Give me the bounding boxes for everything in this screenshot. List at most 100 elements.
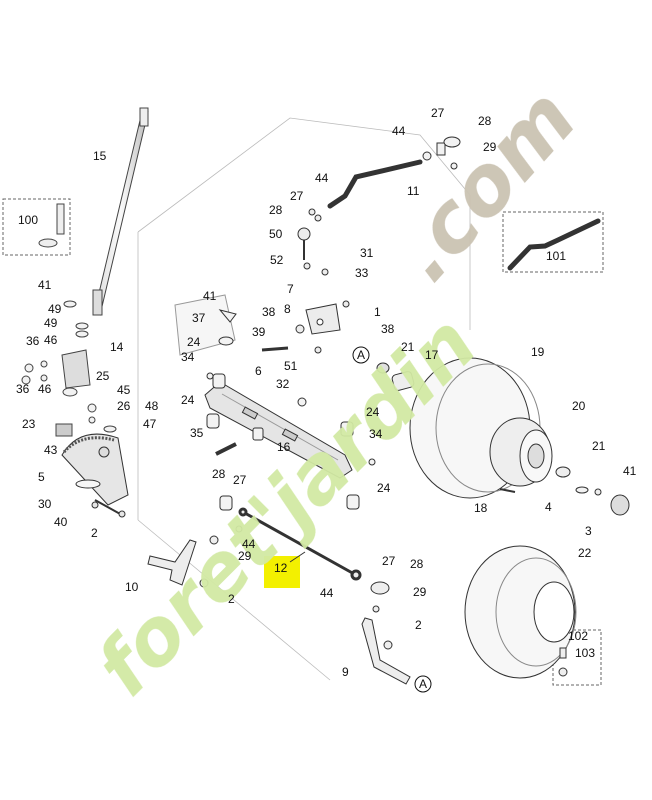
callout-48: 48 — [145, 399, 159, 413]
tire — [464, 545, 577, 679]
callout-22: 22 — [578, 546, 592, 560]
callout-46: 46 — [44, 333, 58, 347]
callout-27: 27 — [431, 106, 445, 120]
callout-28: 28 — [269, 203, 283, 217]
callout-41: 41 — [38, 278, 52, 292]
callout-38: 38 — [381, 322, 395, 336]
callout-21: 21 — [401, 340, 415, 354]
callout-36: 36 — [16, 382, 30, 396]
callout-11: 11 — [407, 184, 420, 198]
ref-marker-A: A — [352, 346, 370, 364]
callout-44: 44 — [315, 171, 329, 185]
callout-5: 5 — [38, 470, 45, 484]
callout-2: 2 — [228, 592, 235, 606]
callout-19: 19 — [531, 345, 545, 359]
callout-34: 34 — [369, 427, 383, 441]
callout-28: 28 — [410, 557, 424, 571]
callout-102: 102 — [568, 629, 588, 643]
ref-marker-label: A — [357, 348, 365, 362]
drag-link — [327, 159, 423, 209]
callout-37: 37 — [192, 311, 206, 325]
inset-box-100 — [2, 198, 71, 256]
tie-rod — [199, 507, 393, 650]
callout-31: 31 — [360, 246, 374, 260]
callout-16: 16 — [277, 440, 291, 454]
callout-24: 24 — [377, 481, 391, 495]
wheel-assembly — [376, 357, 630, 516]
callout-103: 103 — [575, 646, 595, 660]
callout-27: 27 — [382, 554, 396, 568]
drag-link-ends — [422, 136, 461, 170]
callout-28: 28 — [478, 114, 492, 128]
callout-21: 21 — [592, 439, 606, 453]
callout-101: 101 — [546, 249, 566, 263]
callout-12: 12 — [274, 561, 288, 575]
frame-lines — [137, 117, 471, 681]
callout-100: 100 — [18, 213, 38, 227]
callout-39: 39 — [252, 325, 266, 339]
callout-3: 3 — [585, 524, 592, 538]
reference-markers: AA — [352, 346, 432, 693]
callout-44: 44 — [242, 537, 256, 551]
callout-51: 51 — [284, 359, 298, 373]
bushings — [206, 309, 376, 511]
left-hardware — [21, 300, 117, 437]
callout-49: 49 — [44, 316, 58, 330]
callout-1: 1 — [374, 305, 381, 319]
callout-29: 29 — [238, 549, 252, 563]
part-102-103 — [558, 647, 568, 677]
spindle-right — [361, 617, 411, 685]
callout-7: 7 — [287, 282, 294, 296]
callout-10: 10 — [125, 580, 139, 594]
callout-32: 32 — [276, 377, 290, 391]
callout-17: 17 — [425, 348, 439, 362]
callout-41: 41 — [203, 289, 217, 303]
callout-24: 24 — [181, 393, 195, 407]
callout-35: 35 — [190, 426, 204, 440]
callout-46: 46 — [38, 382, 52, 396]
callout-28: 28 — [212, 467, 226, 481]
callout-9: 9 — [342, 665, 349, 679]
inset-box-102-103 — [552, 629, 602, 686]
callout-2: 2 — [415, 618, 422, 632]
steering-bracket — [295, 208, 350, 354]
part-100 — [38, 203, 65, 248]
sector-gear — [61, 433, 129, 518]
callout-23: 23 — [22, 417, 36, 431]
callout-47: 47 — [143, 417, 157, 431]
callout-43: 43 — [44, 443, 58, 457]
callout-36: 36 — [26, 334, 40, 348]
callout-52: 52 — [270, 253, 284, 267]
callout-20: 20 — [572, 399, 586, 413]
callout-8: 8 — [284, 302, 291, 316]
callout-27: 27 — [290, 189, 304, 203]
callout-38: 38 — [262, 305, 276, 319]
callout-14: 14 — [110, 340, 124, 354]
part-101 — [507, 218, 601, 271]
callout-50: 50 — [269, 227, 283, 241]
callout-29: 29 — [483, 140, 497, 154]
callout-25: 25 — [96, 369, 110, 383]
callout-34: 34 — [181, 350, 195, 364]
ref-marker-circle — [414, 675, 432, 693]
callout-6: 6 — [255, 364, 262, 378]
steering-shaft — [92, 107, 149, 316]
callout-49: 49 — [48, 302, 62, 316]
callout-15: 15 — [93, 149, 107, 163]
callout-29: 29 — [413, 585, 427, 599]
callout-44: 44 — [320, 586, 334, 600]
spindle-left — [147, 539, 197, 586]
callout-41: 41 — [623, 464, 637, 478]
ref-marker-label: A — [419, 677, 427, 691]
callout-18: 18 — [474, 501, 488, 515]
callout-27: 27 — [233, 473, 247, 487]
callout-30: 30 — [38, 497, 52, 511]
callout-24: 24 — [187, 335, 201, 349]
callout-44: 44 — [392, 124, 406, 138]
callout-4: 4 — [545, 500, 552, 514]
callout-33: 33 — [355, 266, 369, 280]
ref-marker-circle — [352, 346, 370, 364]
